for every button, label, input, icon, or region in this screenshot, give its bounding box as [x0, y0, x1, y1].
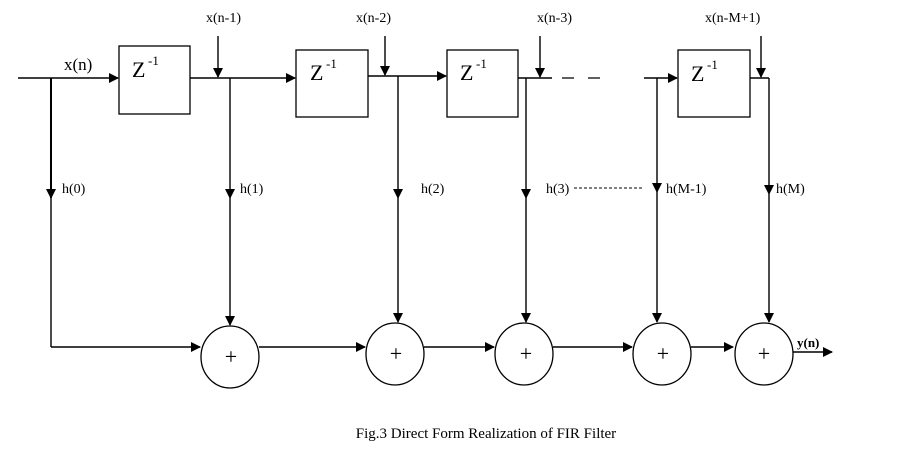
adder-1	[200, 325, 260, 389]
delay-block-1-exp: -1	[148, 53, 159, 68]
adder-5	[734, 322, 794, 386]
adder-4-symbol: +	[657, 341, 669, 366]
coef-label-m: h(M)	[776, 182, 805, 197]
adder-4	[632, 322, 692, 386]
adder-2	[365, 322, 425, 386]
delay-block-4-base: Z	[691, 61, 704, 86]
coef-label-2: h(2)	[421, 182, 445, 197]
delay-block-2-exp: -1	[326, 56, 337, 71]
output-label: y(n)	[797, 335, 819, 350]
delay-block-4	[677, 49, 751, 118]
input-label: x(n)	[64, 55, 92, 74]
coef-label-0: h(0)	[62, 182, 86, 197]
adder-2-symbol: +	[390, 341, 402, 366]
coef-label-m1: h(M-1)	[666, 182, 707, 197]
delayed-signal-label-1: x(n-1)	[206, 11, 241, 26]
delay-block-3	[446, 49, 519, 118]
delay-block-1	[118, 45, 191, 115]
delay-block-2-base: Z	[310, 60, 323, 85]
coef-label-3: h(3)	[546, 182, 570, 197]
adder-3-symbol: +	[520, 341, 532, 366]
coef-label-1: h(1)	[240, 182, 264, 197]
delayed-signal-label-4: x(n-M+1)	[705, 11, 761, 26]
delayed-signal-label-3: x(n-3)	[537, 11, 572, 26]
delay-block-3-base: Z	[460, 60, 473, 85]
figure-caption: Fig.3 Direct Form Realization of FIR Fil…	[356, 426, 616, 442]
delay-block-1-base: Z	[132, 57, 145, 82]
delay-block-3-exp: -1	[476, 56, 487, 71]
delayed-signal-label-2: x(n-2)	[356, 11, 391, 26]
adder-3	[494, 322, 554, 386]
delay-block-2	[295, 49, 369, 118]
adder-1-symbol: +	[225, 344, 237, 369]
adder-5-symbol: +	[758, 341, 770, 366]
delay-block-4-exp: -1	[707, 57, 718, 72]
